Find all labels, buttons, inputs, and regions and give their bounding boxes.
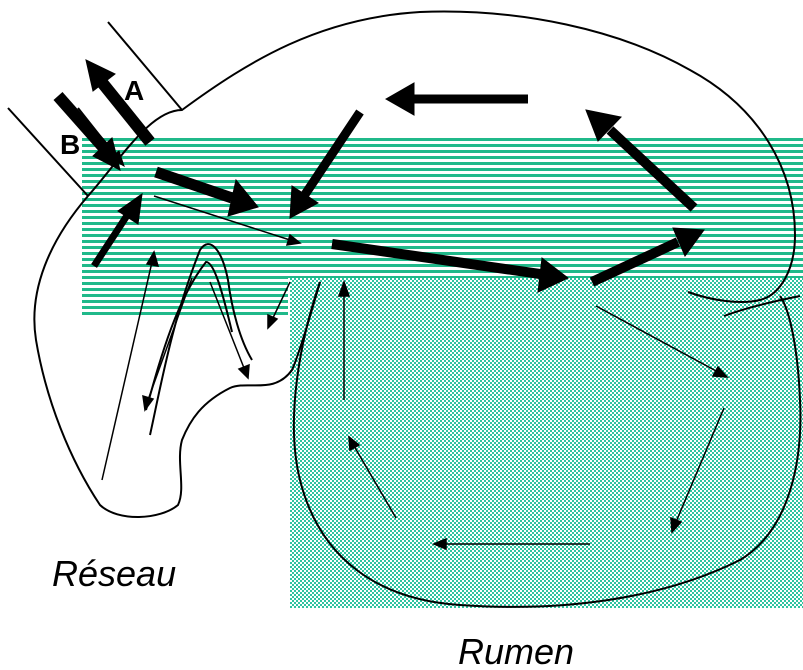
rumen-lower-outline: [292, 281, 802, 608]
arrow-mat-4: [384, 82, 528, 116]
arrow-thin-3: [142, 277, 193, 412]
label-b: B: [60, 129, 80, 160]
arrow-b-thin: [77, 107, 125, 168]
arrow-thin-8: [670, 407, 725, 534]
arrow-mat-1: [91, 192, 143, 268]
reseau-inner-fold: [149, 243, 253, 436]
arrow-a-thick: [85, 59, 155, 146]
label-a: A: [124, 75, 144, 106]
arrow-mat-2: [154, 166, 259, 217]
organ-outlines: [7, 10, 802, 608]
thick-arrows: [53, 59, 705, 293]
arrow-thin-1: [153, 195, 302, 246]
label-rumen: Rumen: [458, 631, 574, 670]
arrow-thin-10: [348, 435, 397, 519]
reseau-outline: [33, 195, 321, 518]
striped-mat-region: [82, 136, 803, 278]
thin-arrows: [101, 195, 729, 551]
arrow-thin-5: [267, 281, 291, 330]
esophagus-upper-line: [107, 21, 183, 111]
label-reseau: Réseau: [52, 553, 176, 594]
arrow-mat-7: [331, 239, 569, 293]
arrow-thin-4: [209, 281, 250, 380]
reseau-inner-fold-2: [145, 260, 233, 411]
arrow-mat-3: [289, 109, 364, 219]
esophagus-lower-line: [7, 107, 89, 197]
rumen-outline: [87, 10, 797, 303]
arrow-thin-6: [337, 279, 351, 400]
arrow-thin-7: [595, 305, 729, 378]
arrow-thin-9: [432, 537, 590, 551]
arrow-thin-2: [101, 250, 160, 481]
rumen-pillar: [723, 295, 801, 317]
arrow-mat-5: [585, 109, 698, 212]
dotted-liquid-region: [290, 278, 803, 608]
arrow-mat-6: [589, 227, 705, 287]
